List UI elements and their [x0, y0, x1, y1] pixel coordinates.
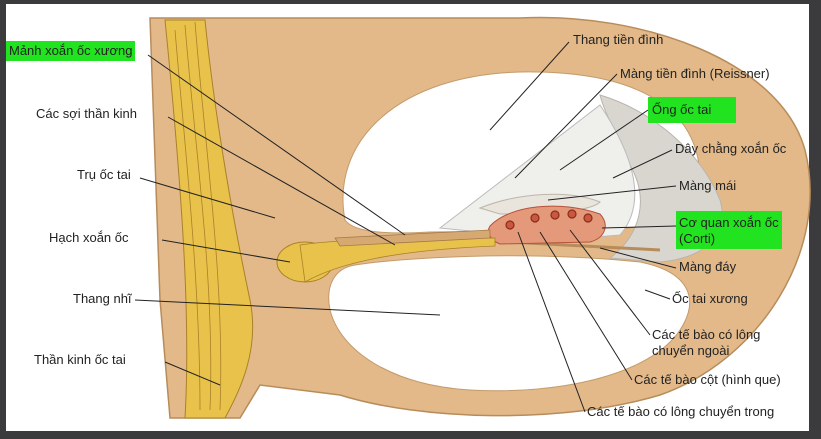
label-hach-xoan-oc: Hạch xoắn ốc	[49, 230, 129, 245]
label-co-quan-xoan-oc-line1: Cơ quan xoắn ốc	[679, 215, 779, 230]
label-te-bao-long-ngoai: Các tế bào có lông chuyển ngoài	[652, 327, 760, 359]
label-oc-tai-xuong: Ốc tai xương	[672, 291, 748, 306]
osseous-spiral-lamina	[334, 229, 491, 247]
label-mang-tien-dinh: Màng tiền đình (Reissner)	[620, 66, 770, 81]
label-te-bao-long-trong: Các tế bào có lông chuyển trong	[587, 404, 775, 419]
cochlear-nerve	[164, 19, 254, 419]
label-tru-oc-tai: Trụ ốc tai	[77, 167, 131, 182]
label-te-bao-long-ngoai-line1: Các tế bào có lông	[652, 327, 761, 342]
label-co-quan-xoan-oc: Cơ quan xoắn ốc (Corti)	[676, 211, 782, 249]
label-mang-day: Màng đáy	[679, 259, 737, 274]
label-than-kinh-oc-tai: Thần kinh ốc tai	[34, 352, 126, 367]
label-co-quan-xoan-oc-line2: (Corti)	[679, 231, 716, 246]
label-thang-tien-dinh: Thang tiền đình	[573, 32, 664, 47]
label-mang-mai: Màng mái	[679, 178, 737, 193]
label-te-bao-long-ngoai-line2: chuyển ngoài	[652, 343, 730, 358]
label-cac-soi-than-kinh: Các sợi thần kinh	[36, 106, 138, 121]
label-ong-oc-tai: Ống ốc tai	[648, 97, 736, 123]
label-te-bao-cot: Các tế bào cột (hình que)	[634, 372, 781, 387]
scala-tympani	[328, 255, 690, 392]
label-day-chang-xoan-oc: Dây chằng xoắn ốc	[675, 141, 787, 156]
label-manh-xoan-oc-xuong: Mảnh xoắn ốc xương	[6, 41, 136, 61]
label-thang-nhi: Thang nhĩ	[73, 291, 132, 306]
